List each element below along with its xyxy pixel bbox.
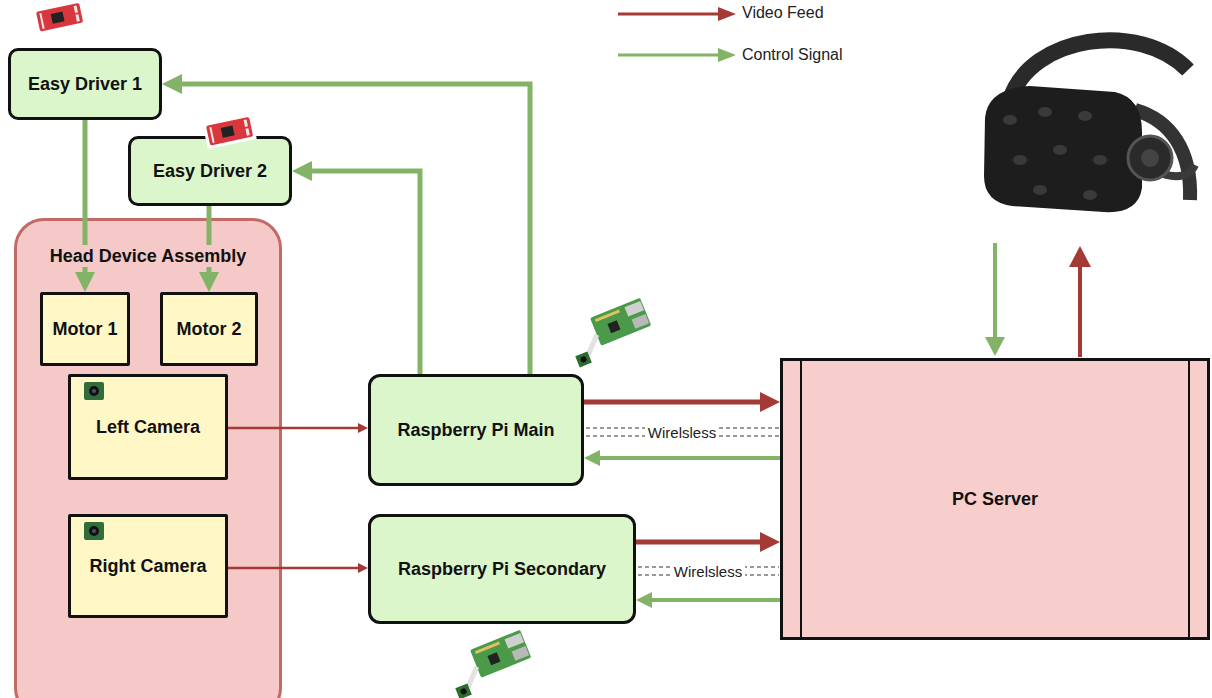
headset-video-arrow [1069,246,1091,357]
camera-module-icon [84,382,104,400]
pi-box: Raspberry Pi Secondary [368,514,636,624]
control-signal-arrow [600,456,780,460]
link-label: Wirelsless [671,563,745,580]
component-box: Motor 1 [40,292,130,366]
assembly-group: Motor 1 Motor 2 Left CameraRight Camera Hea… [14,218,282,698]
driver-board-icon [202,113,256,149]
node-label: Head Device Assembly [46,245,250,267]
video-feed-arrow [228,567,358,570]
vr-headset [984,40,1195,212]
control-signal-arrow [652,598,780,602]
node-label: Right Camera [89,555,206,577]
pi-box: Raspberry Pi Main [368,374,584,486]
raspberry-pi-icon [444,630,536,698]
wireless-link [586,428,779,575]
video-feed-arrow [584,400,760,405]
link-label: Wirelsless [645,424,719,441]
driver-board-icon [36,3,83,32]
node-label: Raspberry Pi Main [397,419,554,441]
camera-module-icon [84,522,104,540]
node-label: Easy Driver 2 [153,160,267,182]
legend-sample [618,48,736,62]
driver-box: Easy Driver 1 [8,48,162,120]
node-label: Motor 1 [53,318,118,340]
server-box: PC Server [780,358,1210,640]
node-label: PC Server [952,488,1038,510]
legend-sample [618,7,736,21]
node-label: Left Camera [96,416,200,438]
raspberry-pi-icon [564,298,656,368]
video-feed-arrow [636,540,760,545]
node-label: Motor 2 [177,318,242,340]
server-rail [801,360,1189,638]
headset-control-arrow [985,243,1005,356]
legend-text: Control Signal [742,46,843,64]
node-label: Easy Driver 1 [28,73,142,95]
legend-text: Video Feed [742,4,824,22]
control-signal-arrow [182,84,530,374]
node-label: Raspberry Pi Secondary [398,558,606,580]
control-signal-arrow [83,120,88,272]
video-feed-arrow [228,427,358,430]
control-signal-arrow [312,171,420,374]
control-signal-arrow [207,206,212,272]
component-box: Motor 2 [160,292,258,366]
